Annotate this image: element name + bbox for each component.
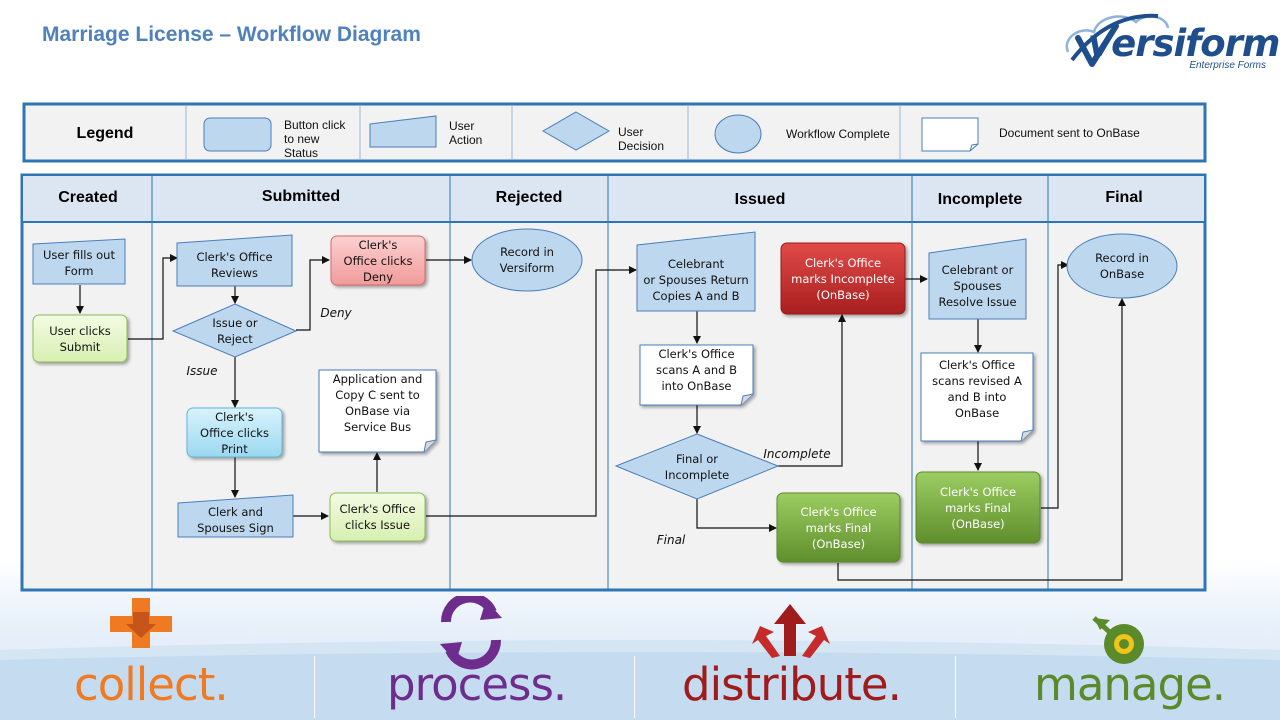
node-final-incomplete-text: Final or Incomplete bbox=[664, 452, 730, 482]
legend-complete-label: Workflow Complete bbox=[786, 127, 890, 141]
node-user-fills-action bbox=[32, 238, 126, 285]
edge-deny bbox=[296, 256, 330, 331]
legend-action-label: User Action bbox=[449, 119, 483, 147]
lane-header-final: Final bbox=[1105, 189, 1143, 206]
footer-collect: collect. bbox=[74, 658, 229, 711]
edge-label-final: Final bbox=[656, 533, 686, 547]
node-marks-incomplete-button bbox=[780, 242, 906, 315]
node-record-onbase-complete bbox=[1066, 233, 1178, 299]
node-celebrant-resolve-text: Celebrant or Spouses Resolve Issue bbox=[938, 263, 1017, 309]
node-marks-final-issued-button bbox=[776, 492, 901, 563]
footer-banner: collect. process. distribute. manage. bbox=[0, 596, 1280, 720]
legend-document-label: Document sent to OnBase bbox=[999, 126, 1140, 140]
legend-action-shape bbox=[369, 115, 437, 148]
node-user-submit-button bbox=[32, 314, 128, 363]
edge-issue-to-celebrant bbox=[426, 266, 637, 517]
node-marks-final-issued-text: Clerk's Office marks Final (OnBase) bbox=[800, 504, 877, 551]
footer-icons bbox=[0, 596, 1280, 720]
logo-wordmark: versiform bbox=[1088, 22, 1280, 65]
legend-button-shape bbox=[203, 117, 272, 152]
node-record-versiform-complete bbox=[471, 228, 583, 292]
node-final-incomplete-decision bbox=[614, 433, 780, 500]
edge-label-deny: Deny bbox=[320, 306, 352, 320]
edge-final-issued-to-record bbox=[837, 298, 1126, 581]
lane-header-created: Created bbox=[58, 189, 118, 206]
node-celebrant-return-text: Celebrant or Spouses Return Copies A and… bbox=[643, 256, 749, 303]
connectors bbox=[76, 254, 1126, 581]
node-record-versiform-text: Record in Versiform bbox=[499, 245, 555, 275]
node-issue-reject-text: Issue or Reject bbox=[212, 316, 258, 346]
footer-manage: manage. bbox=[1034, 658, 1226, 711]
legend-button-label: Button click to new Status bbox=[284, 118, 346, 160]
distribute-arrows-icon bbox=[752, 604, 830, 658]
node-celebrant-resolve-action bbox=[928, 238, 1027, 320]
manage-target-icon bbox=[1092, 616, 1144, 664]
node-user-submit-text: User clicks Submit bbox=[49, 323, 111, 354]
process-cycle-icon bbox=[440, 596, 502, 670]
node-scans-revised-text: Clerk's Office scans revised A and B int… bbox=[932, 358, 1022, 420]
legend-document-shape bbox=[921, 117, 979, 152]
legend-decision-shape bbox=[541, 111, 611, 151]
legend-decision-label: User Decision bbox=[618, 125, 665, 153]
node-clerk-issue-text: Clerk's Office clicks Issue bbox=[339, 502, 416, 532]
legend-title: Legend bbox=[76, 125, 134, 142]
page-title: Marriage License – Workflow Diagram bbox=[42, 23, 421, 46]
node-user-fills-text: User fills out Form bbox=[43, 248, 115, 278]
node-issue-reject-decision bbox=[171, 303, 298, 358]
footer-divider bbox=[634, 656, 635, 718]
node-clerk-scans-text: Clerk's Office scans A and B into OnBase bbox=[656, 347, 737, 393]
cloud-swoosh-icon bbox=[1065, 13, 1170, 67]
node-clerk-reviews-text: Clerk's Office Reviews bbox=[196, 250, 273, 280]
edge-submit-to-reviews bbox=[128, 254, 178, 340]
node-clerk-sign-action bbox=[177, 494, 294, 538]
node-clerk-sign-text: Clerk and Spouses Sign bbox=[197, 504, 274, 535]
node-clerk-deny-button bbox=[330, 235, 426, 286]
node-marks-final-incomplete-button bbox=[915, 471, 1041, 544]
node-clerk-issue-button bbox=[329, 492, 426, 542]
node-marks-final-incomplete-text: Clerk's Office marks Final (OnBase) bbox=[939, 484, 1017, 531]
legend bbox=[22, 102, 1207, 163]
lane-header-incomplete: Incomplete bbox=[937, 191, 1023, 208]
node-app-copy-text: Application and Copy C sent to OnBase vi… bbox=[332, 372, 423, 434]
lane-header-issued: Issued bbox=[734, 191, 786, 208]
footer-distribute: distribute. bbox=[682, 658, 902, 711]
node-record-onbase-text: Record in OnBase bbox=[1095, 251, 1149, 281]
edge-incomplete bbox=[777, 314, 846, 467]
edge-label-issue: Issue bbox=[186, 364, 218, 378]
footer-process: process. bbox=[387, 658, 567, 711]
node-clerk-reviews-action bbox=[176, 234, 293, 287]
node-clerk-print-text: Clerk's Office clicks Print bbox=[200, 409, 269, 456]
lane-header-rejected: Rejected bbox=[495, 189, 563, 206]
logo-tagline: Enterprise Forms bbox=[1189, 60, 1266, 71]
footer-divider bbox=[314, 656, 315, 718]
footer-divider bbox=[955, 656, 956, 718]
edge-final-incomplete-to-record bbox=[1041, 261, 1069, 509]
legend-complete-shape bbox=[714, 114, 762, 154]
edge-final bbox=[696, 499, 777, 532]
node-celebrant-return-action bbox=[636, 231, 756, 312]
workflow-diagram bbox=[20, 102, 1207, 592]
lane-header-submitted: Submitted bbox=[261, 188, 341, 205]
node-clerk-deny-text: Clerk's Office clicks Deny bbox=[343, 237, 413, 284]
node-marks-incomplete-text: Clerk's Office marks Incomplete (OnBase) bbox=[791, 255, 895, 302]
versiform-logo: versiform Enterprise Forms bbox=[1058, 8, 1280, 76]
edge-label-incomplete: Incomplete bbox=[763, 447, 831, 461]
collect-plus-icon bbox=[110, 598, 172, 648]
node-clerk-print-button bbox=[186, 407, 283, 458]
